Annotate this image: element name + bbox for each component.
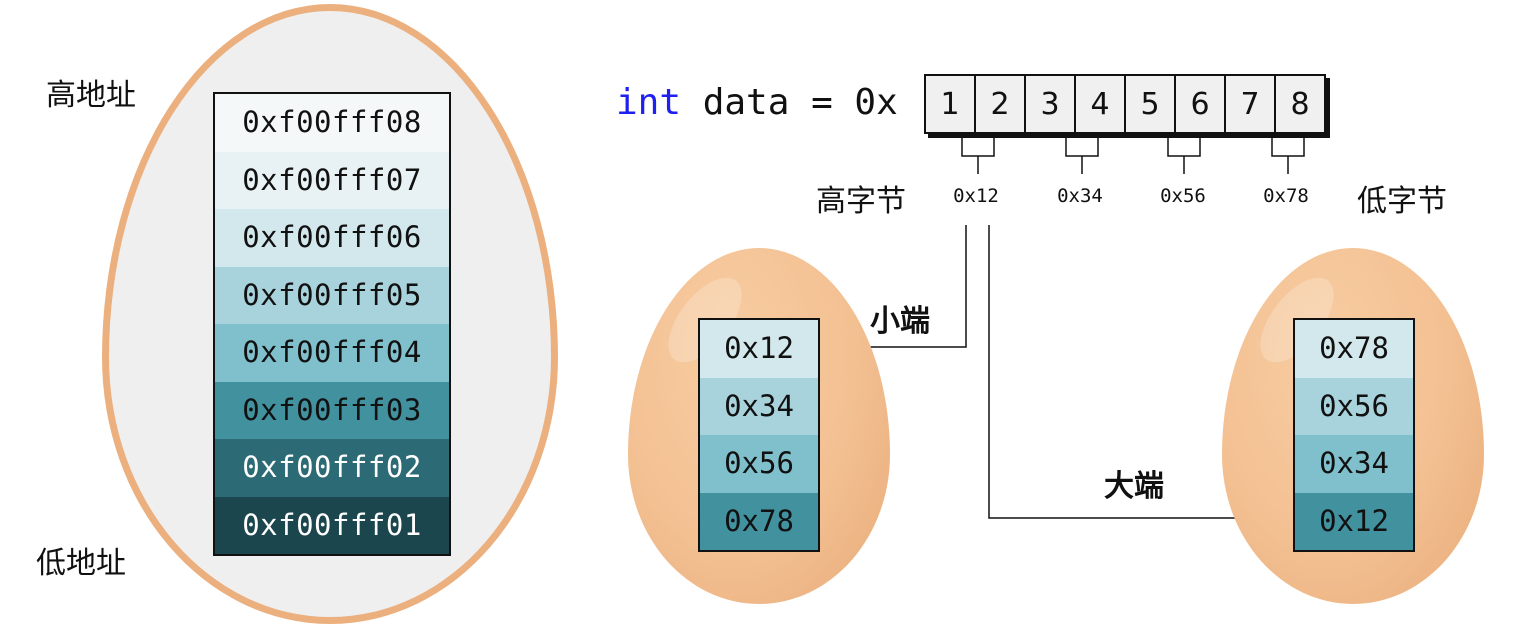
memory-cell: 0x12 bbox=[700, 320, 818, 378]
hex-digit: 6 bbox=[1174, 74, 1226, 134]
high-address-label: 高地址 bbox=[46, 78, 136, 113]
low-address-label: 低地址 bbox=[36, 546, 126, 581]
address-cell: 0xf00fff06 bbox=[215, 209, 449, 267]
high-byte-label: 高字节 bbox=[816, 184, 906, 219]
big-endian-column: 0x78 0x56 0x34 0x12 bbox=[1293, 318, 1415, 552]
big-endian-leader bbox=[988, 225, 1304, 519]
address-column: 0xf00fff08 0xf00fff07 0xf00fff06 0xf00ff… bbox=[213, 92, 451, 556]
address-cell: 0xf00fff05 bbox=[215, 266, 449, 324]
memory-cell: 0x34 bbox=[700, 377, 818, 435]
address-cell: 0xf00fff01 bbox=[215, 496, 449, 554]
hex-digit-row: 1 2 3 4 5 6 7 8 bbox=[924, 74, 1326, 134]
hex-digit: 1 bbox=[924, 74, 976, 134]
byte-bracket bbox=[961, 138, 995, 174]
byte-bracket bbox=[1271, 138, 1305, 174]
memory-cell: 0x78 bbox=[1295, 320, 1413, 378]
code-keyword: int bbox=[616, 82, 682, 123]
address-cell: 0xf00fff04 bbox=[215, 324, 449, 382]
memory-cell: 0x34 bbox=[1295, 435, 1413, 493]
hex-digit: 2 bbox=[974, 74, 1026, 134]
byte-value: 0x78 bbox=[1263, 185, 1309, 207]
byte-value: 0x34 bbox=[1057, 185, 1103, 207]
little-endian-label: 小端 bbox=[870, 304, 930, 339]
memory-cell: 0x56 bbox=[1295, 377, 1413, 435]
address-cell: 0xf00fff07 bbox=[215, 151, 449, 209]
byte-bracket bbox=[1065, 138, 1099, 174]
address-cell: 0xf00fff02 bbox=[215, 439, 449, 497]
hex-digit: 7 bbox=[1224, 74, 1276, 134]
byte-bracket bbox=[1167, 138, 1201, 174]
address-cell: 0xf00fff08 bbox=[215, 94, 449, 152]
big-endian-label: 大端 bbox=[1104, 469, 1164, 504]
hex-digit: 3 bbox=[1024, 74, 1076, 134]
byte-value: 0x12 bbox=[953, 185, 999, 207]
memory-cell: 0x78 bbox=[700, 492, 818, 550]
little-endian-column: 0x12 0x34 0x56 0x78 bbox=[698, 318, 820, 552]
byte-value: 0x56 bbox=[1160, 185, 1206, 207]
code-rest: data = 0x bbox=[681, 82, 898, 123]
memory-cell: 0x56 bbox=[700, 435, 818, 493]
address-cell: 0xf00fff03 bbox=[215, 381, 449, 439]
memory-cell: 0x12 bbox=[1295, 492, 1413, 550]
code-declaration: int data = 0x bbox=[616, 82, 898, 123]
low-byte-label: 低字节 bbox=[1357, 184, 1447, 219]
hex-digit: 8 bbox=[1274, 74, 1326, 134]
